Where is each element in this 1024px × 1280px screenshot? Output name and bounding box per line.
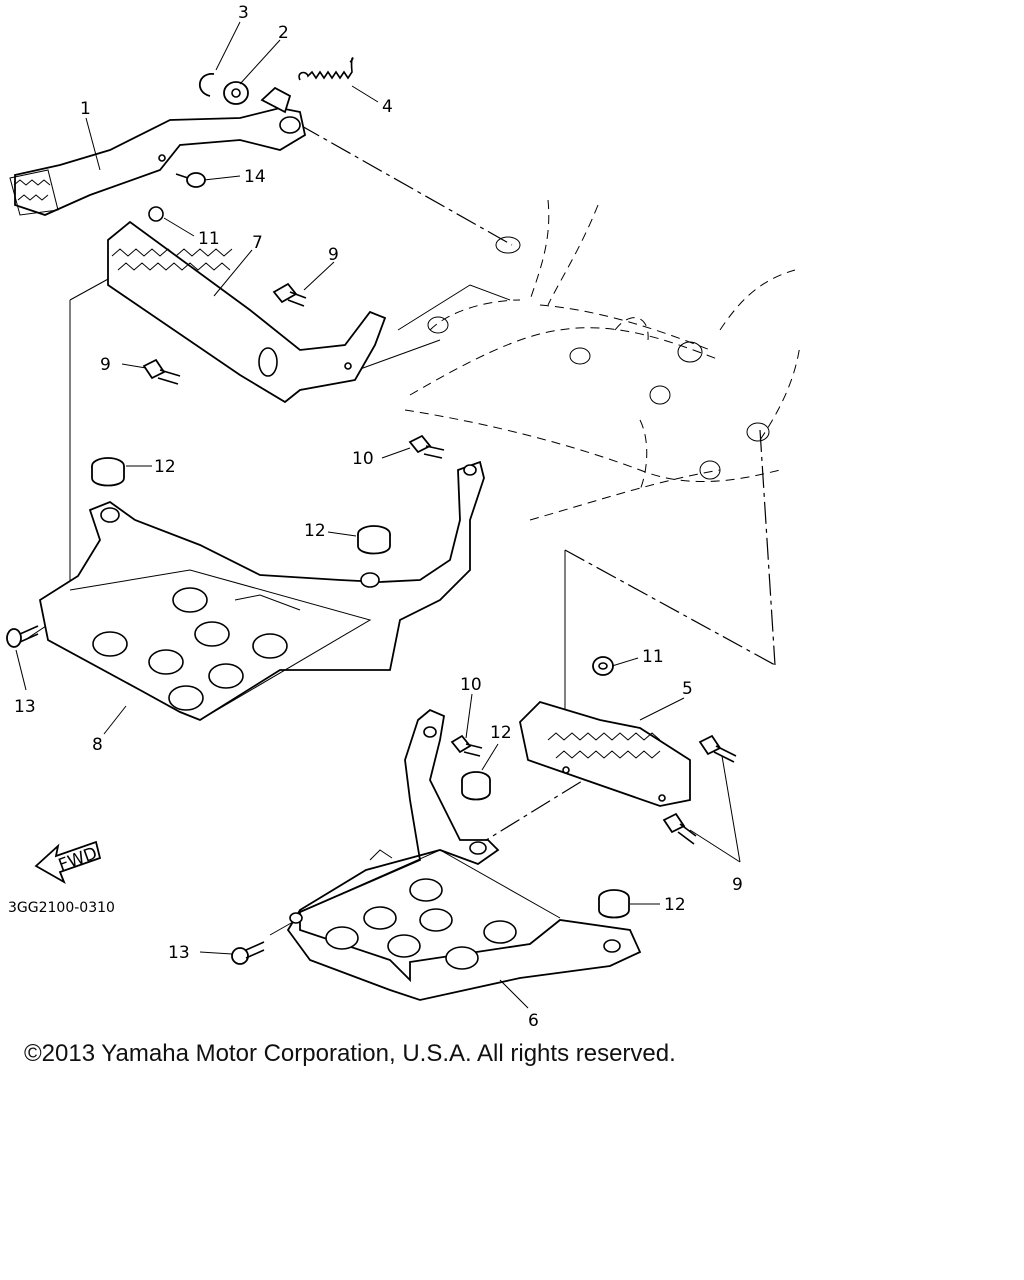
clip-part [199,73,215,97]
bolt-part-9-left-b [662,812,697,845]
leader-lines [15,21,741,1009]
forward-arrow-icon: FWD [34,840,102,885]
callouts: 3 2 4 1 14 11 7 9 9 10 12 12 13 8 11 5 1… [14,3,743,1031]
reference-code: 3GG2100-0310 [8,900,115,916]
callout-10-lower: 10 [460,675,482,695]
pin-part [175,172,206,188]
callout-11-upper: 11 [198,229,220,249]
callout-9-upper: 9 [328,245,339,265]
callout-8: 8 [92,735,103,755]
callout-2: 2 [278,23,289,43]
nut-part-left [592,656,614,676]
frame-outline [404,199,801,521]
forward-arrow-label: FWD [56,843,100,875]
callout-12-d: 12 [664,895,686,915]
callout-9-lower: 9 [732,875,743,895]
callout-3: 3 [238,3,249,23]
footrest-guard-right [38,460,485,722]
washer-part [223,81,249,105]
footrest-guard-left [286,708,642,1001]
callout-12-a: 12 [154,457,176,477]
parts-exploded-diagram: FWD 3GG2100-0310 3 2 4 1 14 11 [6,3,801,1031]
callout-1: 1 [80,99,91,119]
damper-part-b [357,525,391,555]
bolt-part-upper [272,282,307,307]
footrest-bracket-right [107,206,387,404]
callout-14: 14 [244,167,266,187]
return-spring-part [298,57,354,81]
bolt-part-10-lower [450,734,483,757]
copyright-notice: ©2013 Yamaha Motor Corporation, U.S.A. A… [24,1040,676,1067]
damper-part-a [91,457,125,487]
screw-part-left [6,625,39,648]
callout-10-upper: 10 [352,449,374,469]
damper-part-d [598,889,630,919]
screw-part-bottom [231,941,265,965]
callout-12-c: 12 [490,723,512,743]
callout-13-bottom: 13 [168,943,190,963]
brake-pedal [9,86,307,216]
callout-13-left: 13 [14,697,36,717]
callout-9-middle: 9 [100,355,111,375]
callout-7: 7 [252,233,263,253]
bolt-part-9-left-a [698,734,737,763]
callout-6: 6 [528,1011,539,1031]
callout-4: 4 [382,97,393,117]
bolt-part-lower [142,358,181,385]
bolt-part-10-upper [408,434,445,459]
damper-part-c [461,771,491,801]
callout-12-b: 12 [304,521,326,541]
callout-11-lower: 11 [642,647,664,667]
callout-5: 5 [682,679,693,699]
footrest-left [519,700,691,807]
